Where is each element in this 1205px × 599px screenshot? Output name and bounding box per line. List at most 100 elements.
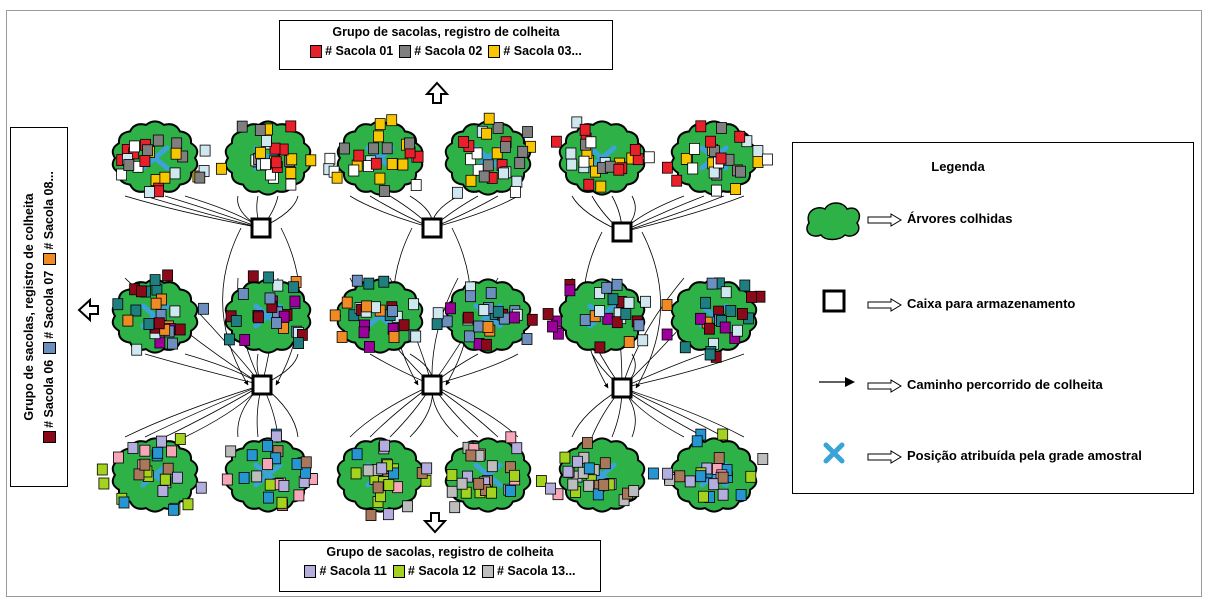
legend-item-box: Caixa para armazenamento [793,288,1193,322]
bag-marker [379,439,391,452]
bag-marker [149,274,161,287]
bag-marker [637,334,649,347]
bag-marker [270,430,282,443]
harvest-path [124,383,263,438]
bag-marker [456,477,468,490]
bag-marker [350,467,362,480]
bag-marker [509,469,520,482]
bag-marker [500,140,511,153]
storage-box [421,217,443,239]
bag-marker [199,144,211,157]
bag-marker [478,304,490,317]
bag-marker [432,307,444,320]
bag-marker [700,296,711,309]
down-arrow-icon [422,512,448,534]
legend-label-box: Caixa para armazenamento [907,296,1076,311]
bag-marker [464,330,475,343]
bag-marker [237,288,249,300]
bag-marker [123,159,135,171]
bag-marker [695,470,707,483]
bag-marker [341,296,353,309]
bag-marker [408,298,420,311]
bag-marker [482,159,494,172]
bag-marker [698,490,709,503]
tree-icon [806,202,861,241]
bag-marker [159,473,171,486]
bag-marker [465,290,477,303]
bag-marker [157,485,169,498]
bag-marker [276,496,288,509]
bag-marker [679,341,691,354]
bag-marker [737,307,748,320]
bag-marker [486,460,498,473]
bag-swatch [482,564,494,578]
bag-marker [153,317,165,330]
harvest-path [164,195,262,229]
bag-marker [386,158,398,171]
bag-marker [247,270,259,283]
bag-marker [629,143,641,156]
bag-marker [559,451,571,464]
bag-marker [491,147,503,160]
bag-marker [623,336,635,349]
bag-marker [599,457,611,470]
bag-swatch [488,44,501,58]
harvest-path [431,384,519,438]
path-arrow-icon [819,377,855,387]
bag-marker [410,330,422,343]
bag-marker [674,470,686,483]
bag-marker [152,134,164,147]
bag-marker [135,285,147,298]
bag-marker [762,153,773,166]
legend-item-cross: Posição atribuída pela grade amostral [793,440,1193,474]
bag-marker [139,444,151,457]
bag-marker [253,311,264,324]
harvest-path [431,195,519,230]
bag-marker [169,305,181,318]
bag-marker [465,449,477,462]
bag-marker [473,320,485,333]
bag-marker [388,467,400,480]
bottom-group-title: Grupo de sacolas, registro de colheita [326,545,554,559]
bag-marker [255,146,266,159]
bag-marker [613,163,625,176]
left-group-item-2: # Sacola 07 [42,271,56,354]
bag-marker [735,165,746,178]
top-bag-group-box: Grupo de sacolas, registro de colheita #… [279,20,613,70]
bag-marker [583,479,595,492]
bottom-group-item-label: # Sacola 11 [319,564,387,578]
bag-marker [565,147,577,160]
figure-frame [6,10,1202,597]
bag-marker [730,183,741,196]
bag-marker [142,144,154,157]
storage-box [250,217,272,239]
bag-marker [291,458,303,470]
bag-marker [734,130,746,143]
bag-marker [221,473,233,486]
bottom-group-item-2: # Sacola 12 [392,564,476,578]
bag-marker [421,462,433,475]
bag-marker [594,341,606,354]
bag-marker [116,168,127,181]
bag-marker [483,112,495,125]
bag-marker [374,172,386,185]
bottom-group-item-label: # Sacola 13... [497,564,576,578]
bag-marker [225,445,237,458]
bag-marker [752,156,764,169]
bag-marker [662,161,673,174]
bag-marker [458,135,470,148]
bag-marker [195,481,207,494]
bag-swatch [310,44,323,58]
bag-marker [720,286,732,299]
bag-marker [592,488,604,501]
bag-marker [521,333,533,345]
bag-marker [239,334,251,346]
hollow-arrow-icon [867,213,902,227]
bag-marker [170,147,182,160]
bag-marker [611,278,623,291]
bag-marker [445,302,456,315]
bag-marker [152,446,164,459]
bag-marker [285,120,297,133]
top-group-item-label: # Sacola 02 [414,44,483,58]
storage-box [251,374,273,396]
